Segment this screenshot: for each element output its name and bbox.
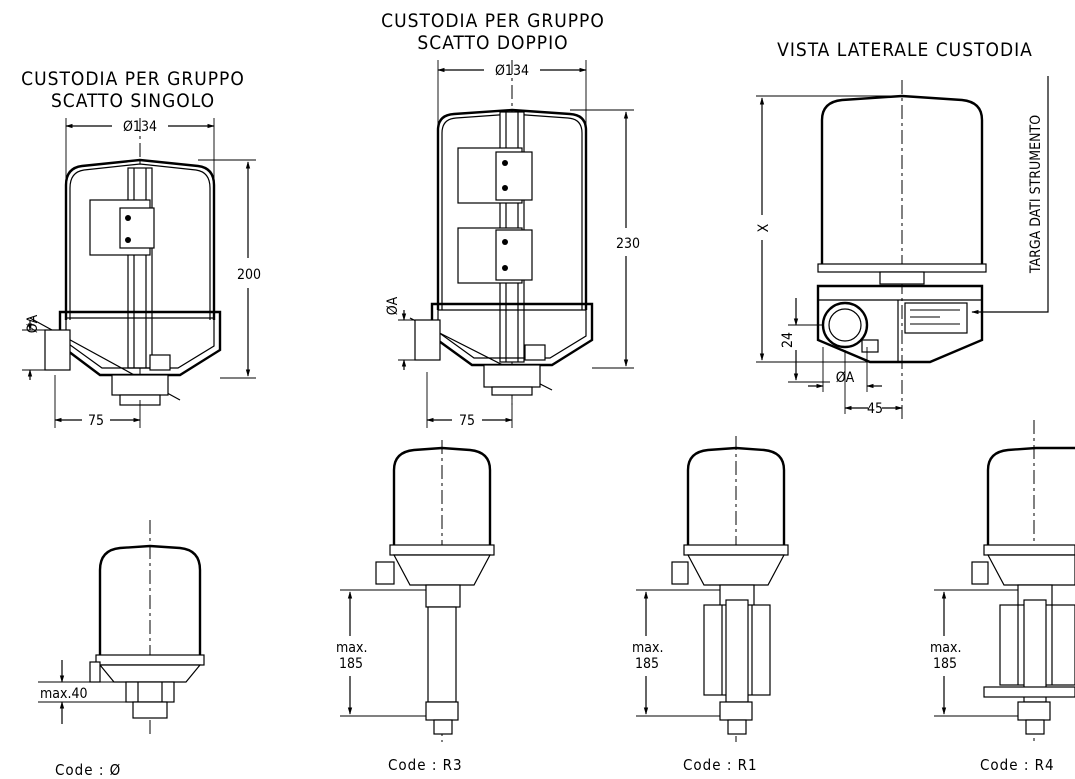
dim-max-40: max.40 (40, 686, 87, 702)
side-view-section: X 24 ØA 45 TARGA DATI STRUMENTO (756, 76, 1049, 420)
code-label-0: Code : Ø (55, 761, 121, 779)
dim-r4-max: max. (930, 640, 961, 656)
dim-r1-185: 185 (635, 656, 659, 672)
variant-code-r1: max. 185 Code : R1 (632, 436, 789, 774)
variant-code-r3: max. 185 Code : R3 (336, 440, 495, 774)
dim-single-width: 75 (88, 413, 104, 429)
title-double-group: CUSTODIA PER GRUPPO SCATTO DOPPIO (381, 10, 605, 54)
dim-single-a: ØA (25, 314, 41, 333)
double-housing-section: Ø134 230 ØA 75 (385, 60, 640, 429)
dim-side-24: 24 (780, 332, 796, 348)
title-side-view: VISTA LATERALE CUSTODIA (777, 39, 1033, 61)
single-housing-section: Ø134 200 ØA 75 (22, 118, 261, 429)
dim-double-a: ØA (385, 296, 401, 315)
title-single-group: CUSTODIA PER GRUPPO SCATTO SINGOLO (21, 68, 245, 112)
dim-side-x: X (756, 223, 772, 232)
dim-double-diameter: Ø134 (495, 63, 529, 79)
variant-code-0: max.40 Code : Ø (38, 520, 205, 779)
code-label-r3: Code : R3 (388, 756, 463, 774)
dim-double-width: 75 (459, 413, 475, 429)
title-double-line1: CUSTODIA PER GRUPPO (381, 10, 605, 32)
dim-r3-max: max. (336, 640, 367, 656)
code-label-r1: Code : R1 (683, 756, 758, 774)
dim-single-height: 200 (237, 267, 261, 283)
title-double-line2: SCATTO DOPPIO (417, 32, 568, 54)
variant-code-r4: max. 185 Code : R4 (930, 420, 1075, 774)
label-side-plate: TARGA DATI STRUMENTO (1028, 115, 1044, 274)
dim-double-height: 230 (616, 236, 640, 252)
dim-r1-max: max. (632, 640, 663, 656)
title-single-line1: CUSTODIA PER GRUPPO (21, 68, 245, 90)
dim-r3-185: 185 (339, 656, 363, 672)
dim-r4-185: 185 (933, 656, 957, 672)
dim-side-45: 45 (867, 401, 883, 417)
dim-single-diameter: Ø134 (123, 119, 157, 135)
title-single-line2: SCATTO SINGOLO (51, 90, 215, 112)
code-label-r4: Code : R4 (980, 756, 1055, 774)
